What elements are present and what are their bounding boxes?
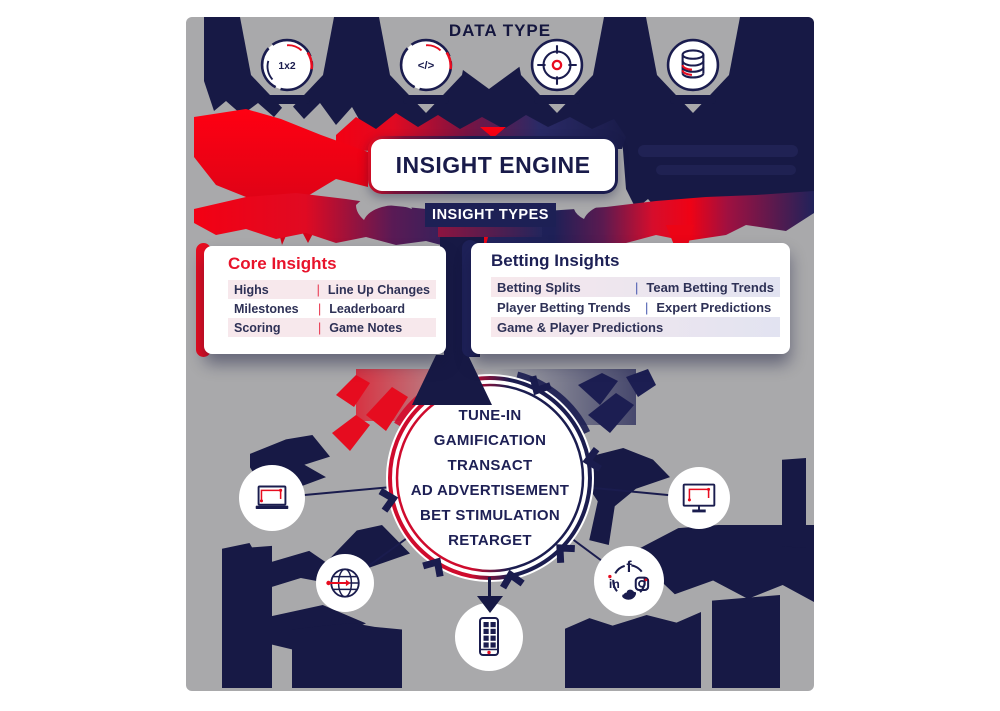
activation-item: TUNE-IN bbox=[458, 407, 522, 424]
social-media-icon: f in bbox=[594, 546, 664, 616]
decorative-blob bbox=[222, 543, 272, 688]
activation-item: BET STIMULATION bbox=[419, 507, 561, 524]
insight-item: Leaderboard bbox=[329, 301, 405, 316]
betting-insights-card: Betting Insights Betting Splits | Team B… bbox=[471, 243, 790, 354]
insight-item: Highs bbox=[234, 282, 269, 297]
activation-item: TRANSACT bbox=[447, 457, 533, 474]
betting-insight-row: Betting Splits | Team Betting Trends bbox=[491, 277, 780, 297]
svg-text:f: f bbox=[626, 559, 632, 576]
insight-engine-title: INSIGHT ENGINE bbox=[371, 139, 615, 191]
decorative-blob bbox=[712, 595, 780, 688]
down-arrow-icon bbox=[477, 596, 503, 613]
insight-item: Expert Predictions bbox=[656, 299, 772, 315]
core-insights-card: Core Insights Highs | Line Up Changes Mi… bbox=[204, 246, 446, 354]
insight-item: Game & Player Predictions bbox=[497, 319, 664, 335]
betting-insight-row: Player Betting Trends | Expert Predictio… bbox=[491, 297, 780, 317]
insight-item: Line Up Changes bbox=[327, 282, 430, 297]
insight-types-underbar bbox=[438, 225, 542, 237]
activation-cycle-graphic bbox=[271, 369, 700, 638]
odds-1x2-icon: 1x2 bbox=[260, 38, 314, 92]
insight-item: Game Notes bbox=[329, 320, 403, 335]
core-insights-title: Core Insights bbox=[228, 254, 337, 273]
drop-connector-line bbox=[488, 577, 491, 597]
insight-item: Scoring bbox=[234, 320, 281, 335]
row-divider: | bbox=[318, 320, 322, 335]
activation-item: RETARGET bbox=[448, 532, 532, 549]
source-label-blob bbox=[534, 95, 580, 104]
globe-icon bbox=[316, 554, 374, 612]
tv-monitor-icon bbox=[668, 467, 730, 529]
insight-item: Milestones bbox=[234, 301, 299, 316]
infographic-panel: DATA TYPE 1x2 </> bbox=[186, 17, 814, 691]
decorative-blob bbox=[565, 612, 701, 688]
svg-text:</>: </> bbox=[418, 60, 435, 72]
insight-types-label: INSIGHT TYPES bbox=[425, 203, 556, 227]
mobile-app-icon bbox=[455, 603, 523, 671]
source-label-blob bbox=[403, 95, 449, 104]
activation-item: AD ADVERTISEMENT bbox=[410, 482, 570, 499]
insight-item: Betting Splits bbox=[497, 279, 581, 295]
core-insight-row: Highs | Line Up Changes bbox=[228, 280, 436, 299]
activation-item: GAMIFICATION bbox=[433, 432, 547, 449]
betting-insights-title: Betting Insights bbox=[491, 251, 620, 270]
activation-list: TUNE-IN GAMIFICATION TRANSACT AD ADVERTI… bbox=[380, 403, 600, 553]
row-divider: | bbox=[634, 279, 639, 295]
code-icon: </> bbox=[399, 38, 453, 92]
engine-pointer-triangle bbox=[480, 127, 506, 138]
decorative-blob bbox=[292, 623, 402, 688]
top-swoosh-graphic bbox=[194, 17, 814, 265]
laptop-icon bbox=[239, 465, 305, 531]
svg-text:1x2: 1x2 bbox=[278, 61, 296, 72]
database-icon bbox=[666, 38, 720, 92]
source-label-blob bbox=[264, 95, 310, 104]
betting-insight-row: Game & Player Predictions bbox=[491, 317, 780, 337]
row-divider: | bbox=[316, 282, 320, 297]
source-label-blob bbox=[670, 95, 716, 104]
target-icon bbox=[530, 38, 584, 92]
decorative-blob bbox=[782, 458, 806, 548]
core-insight-row: Milestones | Leaderboard bbox=[228, 299, 436, 318]
row-divider: | bbox=[645, 299, 649, 315]
row-divider: | bbox=[318, 301, 322, 316]
insight-item: Team Betting Trends bbox=[646, 279, 774, 295]
core-insight-row: Scoring | Game Notes bbox=[228, 318, 436, 337]
insight-engine-box: INSIGHT ENGINE bbox=[368, 136, 618, 194]
svg-text:in: in bbox=[609, 577, 620, 591]
data-type-heading: DATA TYPE bbox=[448, 21, 552, 40]
insight-item: Player Betting Trends bbox=[497, 299, 631, 315]
